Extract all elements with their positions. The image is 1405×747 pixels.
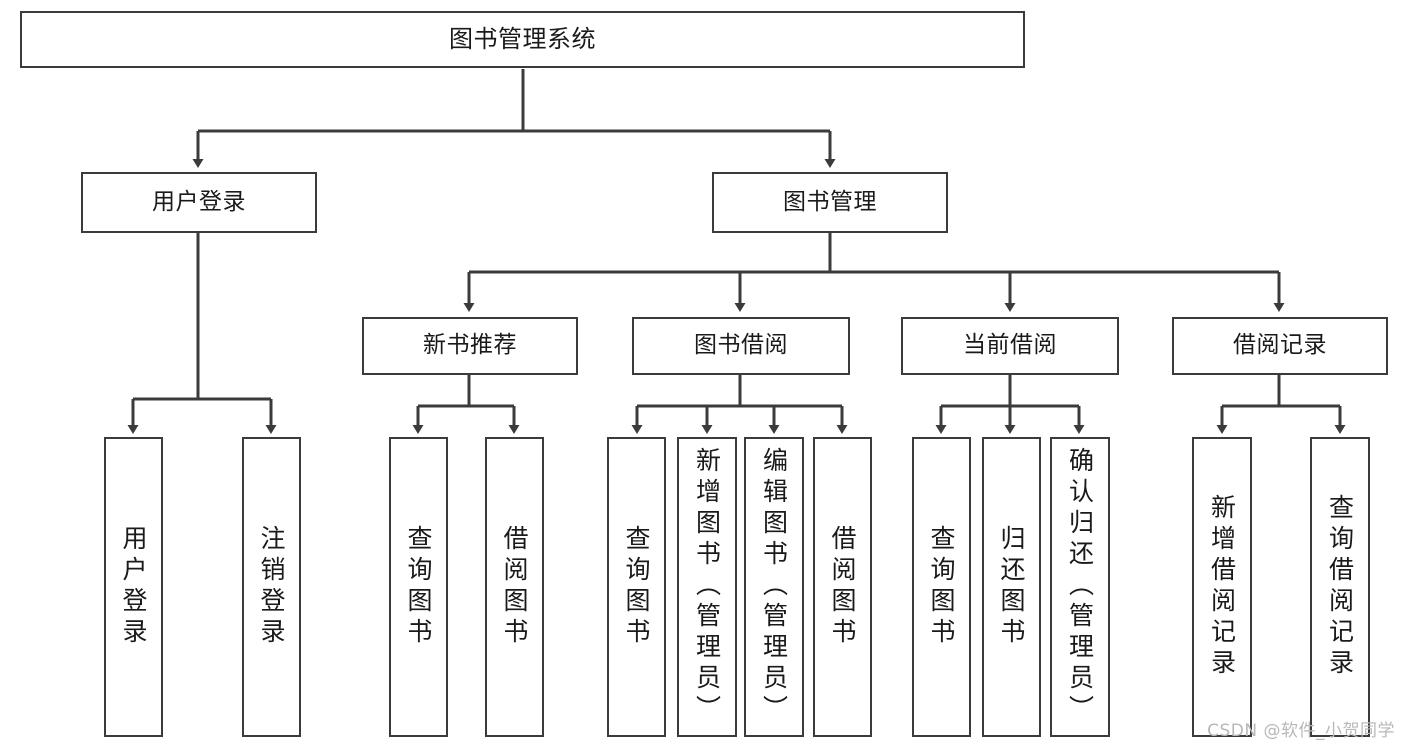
leaf-borrow-books[interactable]: 借阅图书 bbox=[813, 437, 872, 737]
node-label: 注销登录 bbox=[257, 525, 286, 649]
node-label: 用户登录 bbox=[119, 525, 148, 649]
node-label: 图书管理 bbox=[783, 188, 877, 215]
node-label: 用户登录 bbox=[152, 188, 246, 215]
node-label: 编辑图书（管理员） bbox=[759, 447, 789, 726]
node-label: 新书推荐 bbox=[423, 332, 517, 359]
leaf-add-book-admin[interactable]: 新增图书（管理员） bbox=[677, 437, 737, 737]
node-label: 查询图书 bbox=[927, 525, 956, 649]
node-root[interactable]: 图书管理系统 bbox=[20, 11, 1025, 68]
node-label: 图书管理系统 bbox=[449, 25, 596, 54]
leaf-search-books-new[interactable]: 查询图书 bbox=[389, 437, 448, 737]
node-current-borrow[interactable]: 当前借阅 bbox=[901, 317, 1119, 375]
leaf-user-login[interactable]: 用户登录 bbox=[104, 437, 163, 737]
leaf-return-books[interactable]: 归还图书 bbox=[982, 437, 1041, 737]
node-borrow-records[interactable]: 借阅记录 bbox=[1172, 317, 1388, 375]
leaf-confirm-return-admin[interactable]: 确认归还（管理员） bbox=[1050, 437, 1110, 737]
node-label: 查询图书 bbox=[622, 525, 651, 649]
node-label: 归还图书 bbox=[997, 525, 1026, 649]
node-label: 图书借阅 bbox=[694, 332, 788, 359]
leaf-logout[interactable]: 注销登录 bbox=[242, 437, 301, 737]
node-label: 借阅图书 bbox=[500, 525, 529, 649]
leaf-edit-book-admin[interactable]: 编辑图书（管理员） bbox=[744, 437, 804, 737]
node-label: 借阅图书 bbox=[828, 525, 857, 649]
node-user-login[interactable]: 用户登录 bbox=[81, 172, 317, 233]
leaf-search-books-current[interactable]: 查询图书 bbox=[912, 437, 971, 737]
node-label: 当前借阅 bbox=[963, 332, 1057, 359]
watermark: CSDN @软件_小贺同学 bbox=[1207, 721, 1395, 741]
node-new-book-recommend[interactable]: 新书推荐 bbox=[362, 317, 578, 375]
node-label: 新增图书（管理员） bbox=[692, 447, 722, 726]
node-label: 确认归还（管理员） bbox=[1065, 447, 1095, 726]
leaf-add-borrow-record[interactable]: 新增借阅记录 bbox=[1192, 437, 1252, 737]
node-label: 新增借阅记录 bbox=[1207, 494, 1237, 680]
leaf-search-borrow-record[interactable]: 查询借阅记录 bbox=[1310, 437, 1370, 737]
node-book-management[interactable]: 图书管理 bbox=[712, 172, 948, 233]
node-label: 查询图书 bbox=[404, 525, 433, 649]
leaf-borrow-books-new[interactable]: 借阅图书 bbox=[485, 437, 544, 737]
node-book-borrow[interactable]: 图书借阅 bbox=[632, 317, 850, 375]
node-label: 查询借阅记录 bbox=[1325, 494, 1355, 680]
leaf-search-books-borrow[interactable]: 查询图书 bbox=[607, 437, 666, 737]
node-label: 借阅记录 bbox=[1233, 332, 1327, 359]
